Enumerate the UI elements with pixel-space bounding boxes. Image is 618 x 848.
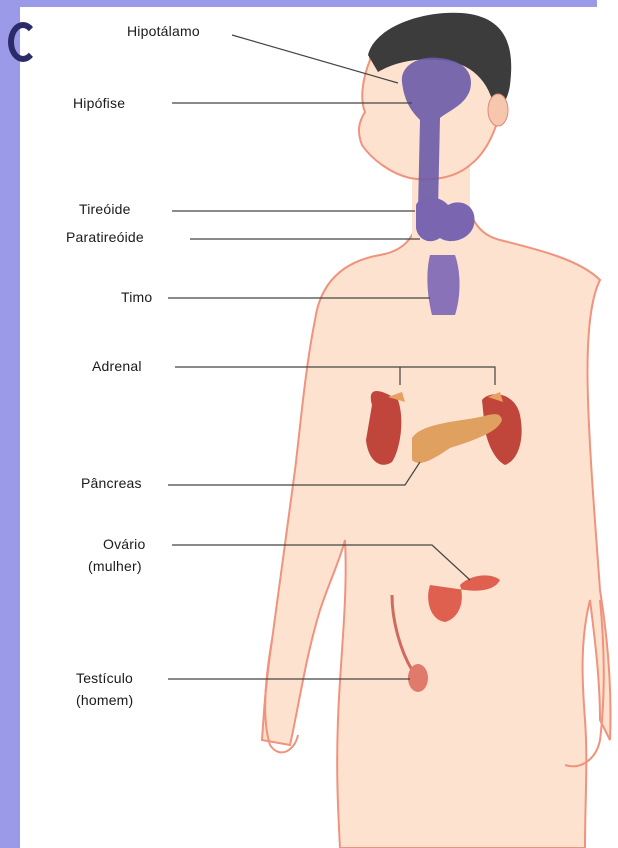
label-paratireoide: Paratireóide — [66, 228, 144, 246]
label-adrenal: Adrenal — [92, 357, 142, 375]
label-testiculo-note: (homem) — [76, 691, 133, 709]
label-timo: Timo — [121, 288, 152, 306]
label-hipofise: Hipófise — [73, 94, 125, 112]
label-testiculo: Testículo — [76, 669, 133, 687]
label-ovario: Ovário — [103, 535, 145, 553]
label-ovario-note: (mulher) — [88, 557, 142, 575]
thymus-gland — [427, 255, 459, 315]
label-pancreas: Pâncreas — [81, 474, 142, 492]
testicle — [408, 664, 428, 692]
label-tireoide: Tireóide — [79, 200, 131, 218]
left-kidney — [366, 391, 401, 465]
label-hipotalamo: Hipotálamo — [127, 22, 200, 40]
